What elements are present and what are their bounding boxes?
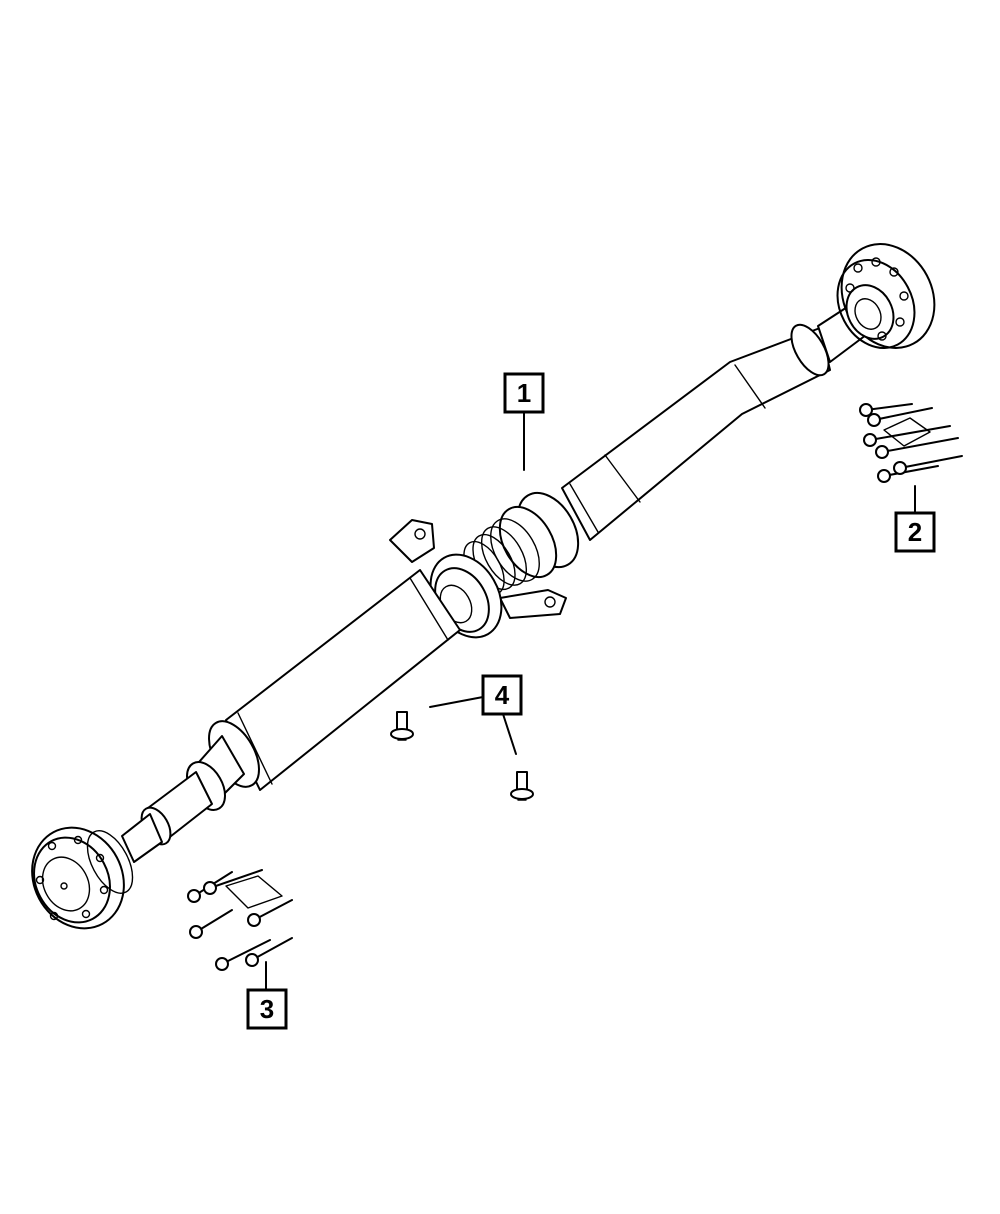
center-bearing-bolts[interactable] [390, 711, 534, 801]
callout-1[interactable]: 1 [503, 372, 545, 414]
propeller-shaft-assembly[interactable] [15, 228, 952, 945]
front-flange [31, 826, 134, 930]
front-flange-bolt-kit[interactable] [187, 869, 293, 971]
center-cv-joint [463, 492, 580, 596]
callout-3-label: 3 [260, 994, 274, 1024]
callout-3[interactable]: 3 [246, 988, 288, 1030]
rear-flange-bolt-kit[interactable] [859, 403, 963, 483]
leader-lines [265, 411, 916, 991]
center-bearing [389, 519, 567, 639]
rear-flange [836, 243, 936, 349]
callout-4-label: 4 [495, 680, 510, 710]
callout-2-label: 2 [908, 517, 922, 547]
callout-1-label: 1 [517, 378, 531, 408]
callout-2[interactable]: 2 [894, 511, 936, 553]
callout-4[interactable]: 4 [481, 674, 523, 716]
